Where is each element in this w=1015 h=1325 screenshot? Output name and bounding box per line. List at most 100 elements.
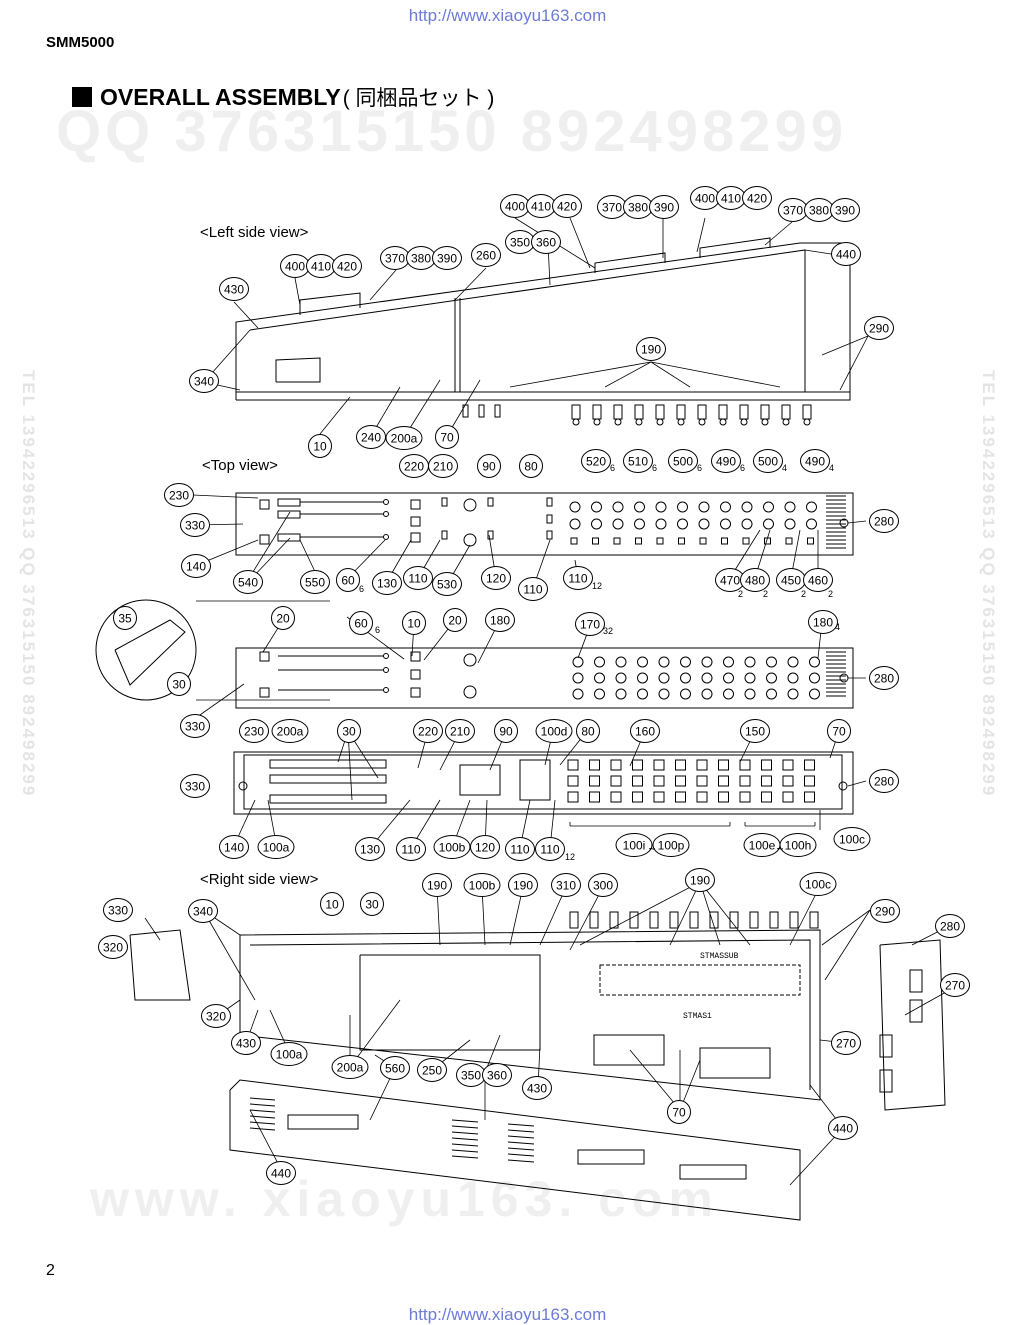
rear-cutout — [909, 969, 923, 993]
callout-number: 100b — [469, 879, 496, 893]
knob-shaft — [613, 404, 623, 420]
jack-block — [567, 775, 579, 787]
card-slot — [269, 774, 387, 784]
callout-number: 480 — [745, 574, 765, 588]
footer-url[interactable]: http://www.xiaoyu163.com — [408, 1305, 607, 1324]
leader-line — [696, 217, 706, 253]
callout-number: 100d — [541, 725, 568, 739]
leader-line — [196, 683, 245, 718]
jack-block — [804, 775, 815, 787]
callout-bubble — [164, 483, 194, 507]
callout-number: 200a — [337, 1061, 364, 1075]
knob — [463, 653, 477, 667]
rotary-knob — [784, 501, 796, 513]
switch — [410, 499, 421, 510]
jack-socket — [809, 672, 820, 684]
callout-number: 410 — [531, 200, 551, 214]
callout-number: 80 — [581, 725, 595, 739]
callout-number: 160 — [635, 725, 655, 739]
leader-line — [454, 267, 487, 301]
jack-socket — [680, 672, 691, 684]
callout-bubble — [685, 868, 715, 892]
knob-shaft — [609, 911, 619, 929]
callout-number: 440 — [271, 1167, 291, 1181]
callout-number: 380 — [809, 204, 829, 218]
header-url[interactable]: http://www.xiaoyu163.com — [408, 6, 607, 25]
rotary-knob — [634, 501, 645, 513]
callout-number: 290 — [875, 905, 895, 919]
callout-bubble — [443, 608, 467, 632]
jack-block — [653, 791, 665, 803]
callout-bubble — [779, 833, 817, 857]
callout-number: 430 — [527, 1082, 547, 1096]
callout-bubble — [413, 719, 443, 743]
callout-bubble — [831, 242, 861, 266]
callout-bubble — [615, 833, 653, 857]
callout-bubble — [833, 827, 871, 851]
callout-number: 340 — [194, 375, 214, 389]
jack-block — [739, 791, 751, 803]
callout-bubble — [233, 570, 263, 594]
callout-quantity: 6 — [652, 463, 657, 473]
callout-number: 270 — [945, 979, 965, 993]
callout-number: 70 — [832, 725, 846, 739]
rotary-knob — [741, 501, 753, 513]
callout-bubble — [808, 610, 838, 634]
callout-number: 10 — [313, 440, 327, 454]
rotary-knob — [806, 518, 817, 530]
callout-bubble — [231, 1031, 261, 1055]
callout-quantity: 12 — [565, 852, 575, 862]
callout-quantity: 6 — [359, 584, 364, 594]
leader-line — [388, 539, 412, 579]
button — [742, 537, 750, 545]
callout-number: 130 — [360, 843, 380, 857]
callout-number: 240 — [361, 431, 381, 445]
callout-bubble — [180, 714, 210, 738]
callout-number: 460 — [808, 574, 828, 588]
jack-block — [675, 775, 686, 787]
chassis-inner-edge — [249, 939, 811, 1090]
callout-bubble — [385, 426, 423, 450]
jack-socket — [615, 672, 627, 684]
card-slot — [269, 759, 387, 769]
top-panel-outline — [235, 647, 854, 709]
knob-shaft — [760, 404, 770, 420]
knob-shaft — [749, 911, 759, 929]
pcb-label-stmassub: STMASSUB — [700, 952, 739, 961]
connector-bracket — [299, 292, 361, 315]
button — [570, 537, 578, 545]
leader-line — [319, 396, 351, 435]
fader-end — [383, 534, 389, 540]
callout-number: 450 — [781, 574, 801, 588]
callout-number: 230 — [169, 489, 189, 503]
fader-knob — [277, 510, 301, 519]
callout-number: 490 — [716, 455, 736, 469]
callout-number: 170 — [580, 618, 600, 632]
vent-slot — [451, 1131, 479, 1135]
callout-bubble — [477, 454, 501, 478]
jack-block — [782, 775, 794, 787]
vent-slot — [507, 1135, 535, 1139]
leader-line — [247, 511, 291, 581]
callout-number: 390 — [654, 201, 674, 215]
jack-block — [610, 775, 622, 787]
callout-bubble — [668, 449, 698, 473]
leader-line — [192, 494, 259, 499]
callout-bubble — [552, 194, 582, 218]
jack-block — [632, 775, 643, 787]
led-switch — [546, 530, 553, 540]
rear-cutout — [879, 1069, 893, 1093]
callout-number: 30 — [172, 678, 186, 692]
jack-block — [675, 759, 686, 771]
rotary-knob — [763, 501, 774, 513]
callout-number: 10 — [325, 898, 339, 912]
leader-line — [233, 301, 259, 329]
callout-number: 440 — [833, 1122, 853, 1136]
button — [807, 537, 814, 545]
switch — [410, 516, 421, 527]
jack-socket — [572, 656, 584, 668]
knob-tip — [677, 418, 685, 426]
callout-quantity: 2 — [828, 589, 833, 599]
knob-shaft — [592, 404, 602, 420]
callout-bubble — [519, 454, 543, 478]
